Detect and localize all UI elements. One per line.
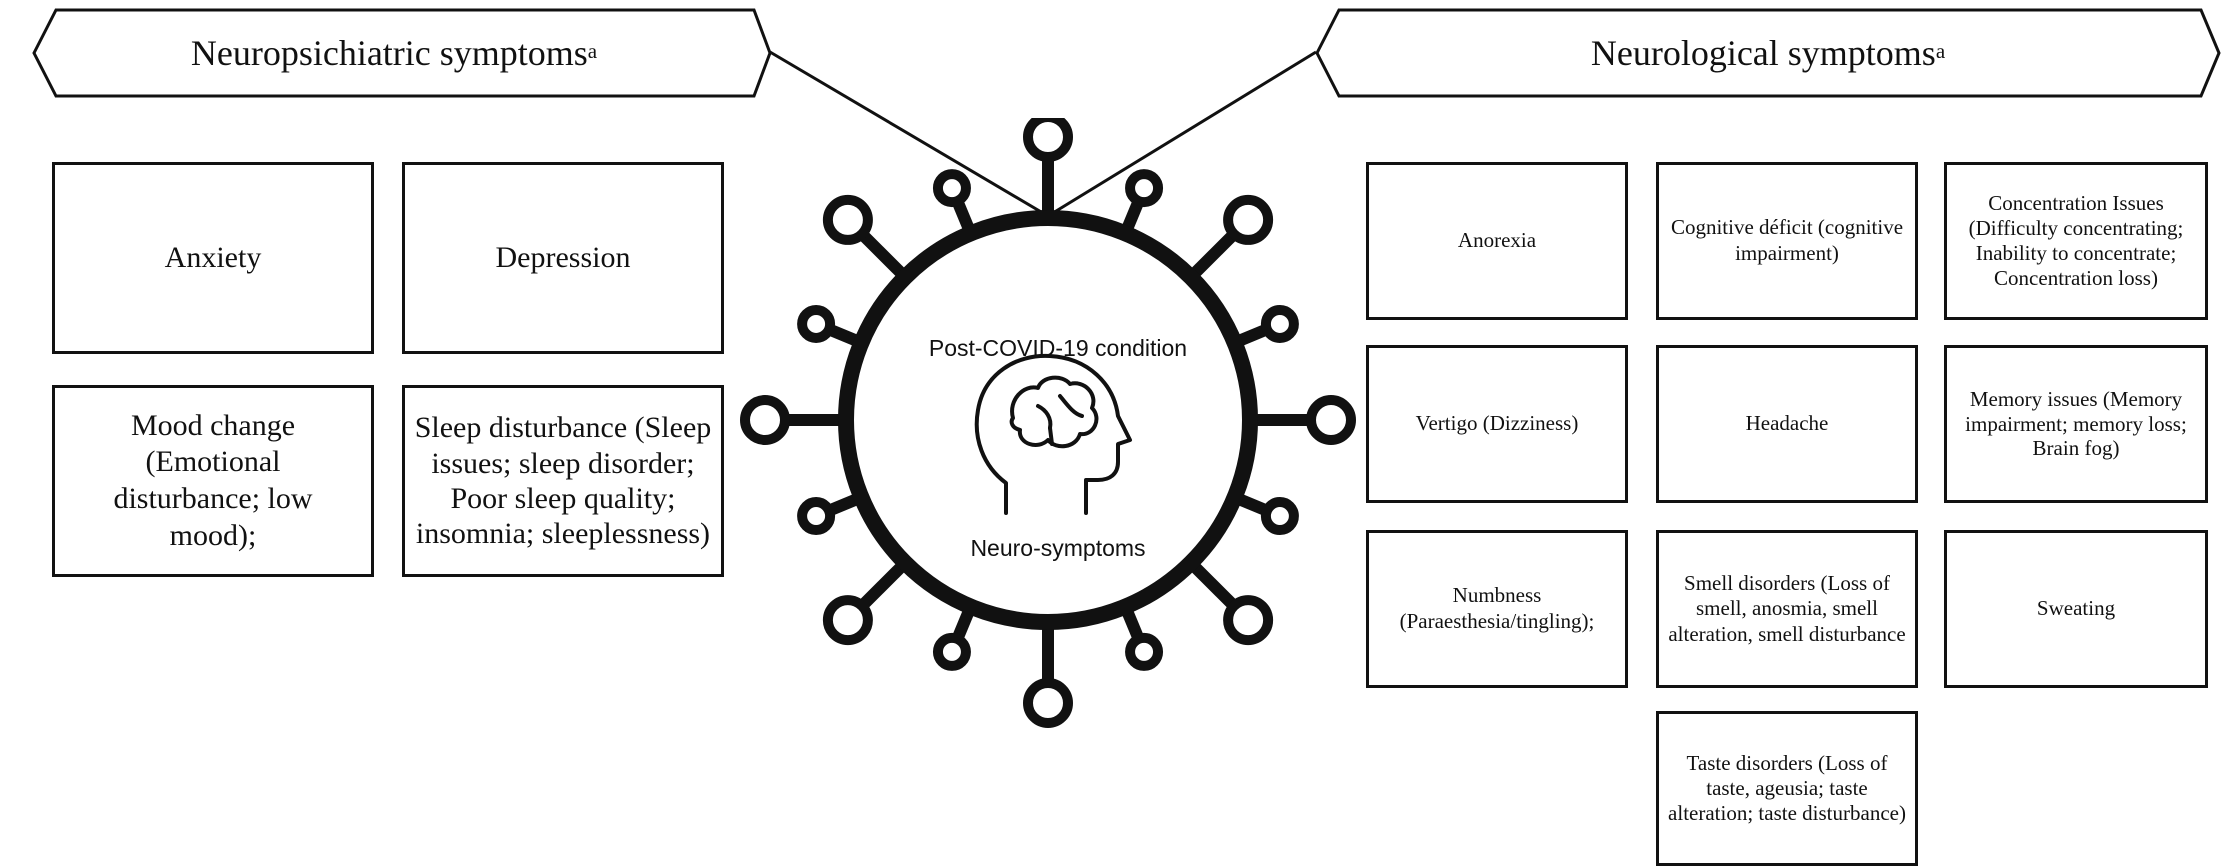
- symptom-label: Numbness (Paraesthesia/tingling);: [1399, 583, 1595, 633]
- virus-spike-stem: [1188, 226, 1242, 280]
- banner-arrow-shape: [1315, 8, 2221, 98]
- virus-spike-stem: [854, 560, 908, 614]
- virus-spike-stem: [854, 226, 908, 280]
- virus-spike-head: [797, 304, 836, 343]
- symptom-label: Mood change (Emotional disturbance; low …: [113, 408, 313, 552]
- symptom-box-anxiety: Anxiety: [52, 162, 374, 354]
- symptom-box-depression: Depression: [402, 162, 724, 354]
- symptom-label: Memory issues (Memory impairment; memory…: [1965, 386, 2187, 461]
- virus-spike-head: [932, 169, 971, 208]
- banner-title-superscript: a: [1935, 38, 1946, 63]
- virus-spikes: [740, 118, 1356, 728]
- symptom-label: Anorexia: [1457, 228, 1537, 253]
- virus-spike-head: [1306, 395, 1356, 445]
- symptom-box-taste-disorders: Taste disorders (Loss of taste, ageusia;…: [1656, 711, 1918, 866]
- center-subtitle: Neuro-symptoms: [970, 535, 1145, 561]
- symptom-box-smell-disorders: Smell disorders (Loss of smell, anosmia,…: [1656, 530, 1918, 688]
- symptom-box-numbness: Numbness (Paraesthesia/tingling);: [1366, 530, 1628, 688]
- symptom-box-memory-issues: Memory issues (Memory impairment; memory…: [1944, 345, 2208, 503]
- symptom-label: Vertigo (Dizziness): [1415, 411, 1579, 436]
- brain-head-icon: [974, 353, 1132, 515]
- symptom-label: Sweating: [2036, 596, 2116, 621]
- symptom-box-headache: Headache: [1656, 345, 1918, 503]
- virus-graphic: Post-COVID-19 condition Neuro-symptoms: [740, 118, 1356, 728]
- virus-spike-head: [1223, 194, 1274, 245]
- symptom-box-vertigo: Vertigo (Dizziness): [1366, 345, 1628, 503]
- symptom-label: Concentration Issues (Difficulty concent…: [1968, 191, 2184, 290]
- virus-spike-stem: [1188, 560, 1242, 614]
- banner-title-superscript: a: [587, 38, 598, 63]
- symptom-box-sweating: Sweating: [1944, 530, 2208, 688]
- symptom-box-cognitive-deficit: Cognitive déficit (cognitive impairment): [1656, 162, 1918, 320]
- virus-spike-head: [1223, 595, 1274, 646]
- banner-title-text: Neuropsichiatric symptoms: [190, 33, 588, 73]
- virus-spike-head: [822, 595, 873, 646]
- virus-spike-head: [1260, 304, 1299, 343]
- virus-spike-head: [932, 632, 971, 671]
- symptom-label: Cognitive déficit (cognitive impairment): [1670, 215, 1904, 265]
- symptom-label: Headache: [1745, 411, 1829, 436]
- symptom-label: Sleep disturbance (Sleep issues; sleep d…: [414, 411, 712, 551]
- virus-spike-head: [1023, 118, 1073, 162]
- virus-spike-head: [1125, 632, 1164, 671]
- symptom-label: Taste disorders (Loss of taste, ageusia;…: [1668, 750, 1906, 826]
- virus-spike-head: [1260, 497, 1299, 536]
- banner-title-text: Neurological symptoms: [1590, 33, 1936, 73]
- banner-arrow-shape: [32, 8, 772, 98]
- symptom-box-anorexia: Anorexia: [1366, 162, 1628, 320]
- virus-spike-head: [1125, 169, 1164, 208]
- symptom-box-mood-change: Mood change (Emotional disturbance; low …: [52, 385, 374, 577]
- virus-spike-head: [797, 497, 836, 536]
- virus-spike-head: [822, 194, 873, 245]
- symptom-box-sleep-disturbance: Sleep disturbance (Sleep issues; sleep d…: [402, 385, 724, 577]
- virus-spike-head: [1023, 678, 1073, 728]
- symptom-label: Anxiety: [164, 240, 262, 274]
- symptom-label: Smell disorders (Loss of smell, anosmia,…: [1668, 571, 1906, 646]
- symptom-box-concentration-issues: Concentration Issues (Difficulty concent…: [1944, 162, 2208, 320]
- virus-spike-head: [740, 395, 790, 445]
- symptom-label: Depression: [495, 240, 631, 274]
